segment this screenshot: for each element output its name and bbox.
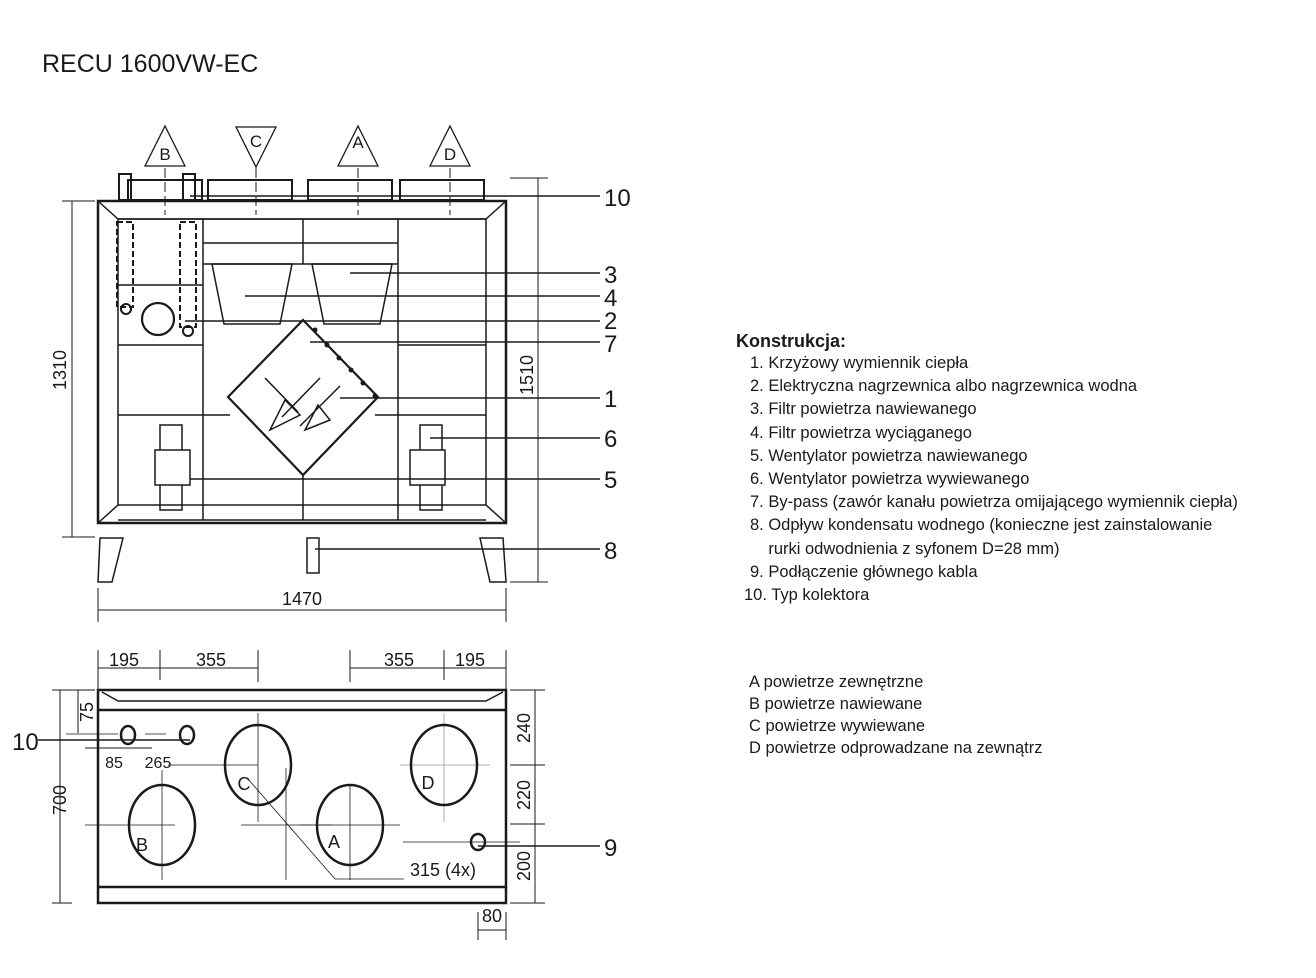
dim-240: 240 <box>514 713 534 743</box>
dim-265: 265 <box>145 755 172 772</box>
port-c-circle <box>223 723 293 807</box>
callout-3: 3 <box>604 262 617 289</box>
triangle-down-c <box>234 126 278 169</box>
port-label-d: D <box>422 773 435 793</box>
dim-85: 85 <box>105 755 123 772</box>
dim-195-left: 195 <box>109 650 139 670</box>
legend-item: 1. Krzyżowy wymiennik ciepła <box>750 354 969 372</box>
dim-355-right: 355 <box>384 650 414 670</box>
dim-220: 220 <box>514 780 534 810</box>
callout-8: 8 <box>604 538 617 565</box>
legend-item: 7. By-pass (zawór kanału powietrza omija… <box>750 493 1238 512</box>
legend-item: 6. Wentylator powietrza wywiewanego <box>750 470 1030 489</box>
marker-b: B <box>159 145 170 164</box>
construction-legend: Konstrukcja: 1. Krzyżowy wymiennik ciepł… <box>736 330 1238 607</box>
callout-6: 6 <box>604 426 617 453</box>
legend-item: 3. Filtr powietrza nawiewanego <box>750 400 977 419</box>
dim-1310: 1310 <box>50 350 70 390</box>
legend-item: 10. Typ kolektora <box>744 586 870 605</box>
triangle-up-d <box>428 124 472 167</box>
callout-10: 10 <box>604 185 631 212</box>
port-d-circle <box>409 723 479 807</box>
marker-d: D <box>444 145 456 164</box>
legend-heading: Konstrukcja: <box>736 331 847 351</box>
legend-item: 4. Filtr powietrza wyciąganego <box>750 423 972 442</box>
triangle-up-b <box>143 124 187 167</box>
port-label-b: B <box>136 835 148 855</box>
legend-item: 9. Podłączenie głównego kabla <box>750 562 978 581</box>
air-type-item: B powietrze nawiewane <box>749 695 923 713</box>
legend-item: rurki odwodnienia z syfonem D=28 mm) <box>750 539 1060 558</box>
marker-a: A <box>352 133 364 152</box>
triangle-up-a <box>336 124 380 167</box>
callout-9: 9 <box>604 835 617 862</box>
air-type-legend: A powietrze zewnętrzne B powietrze nawie… <box>749 671 1043 759</box>
air-type-item: A powietrze zewnętrzne <box>749 673 924 691</box>
legend-item: 8. Odpływ kondensatu wodnego (konieczne … <box>750 516 1213 535</box>
air-type-item: D powietrze odprowadzane na zewnątrz <box>749 739 1043 757</box>
callout-5: 5 <box>604 467 617 494</box>
marker-c: C <box>250 132 262 151</box>
top-view: 195 355 355 195 700 75 85 265 240 220 20… <box>12 650 617 940</box>
callout-10-bottom: 10 <box>12 729 39 756</box>
air-type-item: C powietrze wywiewane <box>749 717 926 735</box>
port-label-a: A <box>328 832 340 852</box>
dim-195-right: 195 <box>455 650 485 670</box>
dim-diameter: 315 (4x) <box>410 860 476 880</box>
page-title: RECU 1600VW-EC <box>42 50 259 78</box>
dim-355-left: 355 <box>196 650 226 670</box>
dim-200: 200 <box>514 851 534 881</box>
callout-4: 4 <box>604 285 617 312</box>
dim-75: 75 <box>77 702 97 722</box>
legend-item: 2. Elektryczna nagrzewnica albo nagrzewn… <box>750 377 1138 396</box>
dim-700: 700 <box>50 785 70 815</box>
port-b-circle <box>127 783 197 867</box>
callout-7: 7 <box>604 331 617 358</box>
port-label-c: C <box>238 774 251 794</box>
front-view: B C A D <box>50 124 631 622</box>
dim-1510: 1510 <box>517 355 537 395</box>
dim-80: 80 <box>482 906 502 926</box>
callout-2: 2 <box>604 308 617 335</box>
legend-item: 5. Wentylator powietrza nawiewanego <box>750 446 1028 465</box>
dim-1470: 1470 <box>282 589 322 609</box>
callout-1: 1 <box>604 386 617 413</box>
